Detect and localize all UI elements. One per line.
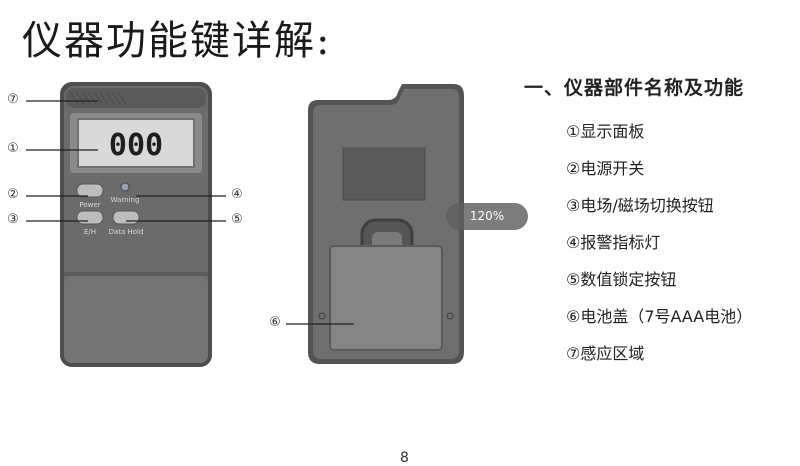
list-item: ③电场/磁场切换按钮	[566, 196, 714, 215]
sensor-grille	[69, 91, 127, 105]
callout-2: ②	[7, 187, 19, 202]
battery-cover[interactable]	[329, 245, 443, 351]
list-item: ⑦感应区域	[566, 344, 645, 363]
callout-6: ⑥	[269, 315, 281, 330]
callout-3: ③	[7, 212, 19, 227]
eh-label: E/H	[84, 228, 96, 236]
callout-7: ⑦	[7, 92, 19, 107]
page-number: 8	[400, 450, 409, 466]
callout-5: ⑤	[231, 212, 243, 227]
list-item: ①显示面板	[566, 122, 645, 141]
data-hold-label: Data Hold	[109, 228, 144, 236]
front-device: 000 Power Warning E/H Data Hold	[60, 82, 212, 367]
list-item: ⑥电池盖（7号AAA电池）	[566, 307, 753, 326]
parts-list: ①显示面板 ②电源开关 ③电场/磁场切换按钮 ④报警指标灯 ⑤数值锁定按钮 ⑥电…	[566, 118, 752, 377]
power-label: Power	[79, 201, 100, 209]
warning-label: Warning	[111, 196, 140, 204]
eh-button[interactable]	[76, 210, 104, 225]
page-title: 仪器功能键详解:	[22, 18, 332, 64]
callout-lines	[26, 100, 354, 325]
list-item: ②电源开关	[566, 159, 645, 178]
callout-4: ④	[231, 187, 243, 202]
callout-1: ①	[7, 141, 19, 156]
warning-led	[120, 182, 130, 192]
section-title: 一、仪器部件名称及功能	[524, 77, 745, 99]
back-device	[308, 84, 464, 364]
data-hold-button[interactable]	[112, 210, 140, 225]
power-button[interactable]	[76, 183, 104, 198]
lcd-reading: 000	[109, 128, 163, 163]
lcd-display	[77, 118, 195, 168]
zoom-level-badge: 120%	[446, 203, 528, 230]
list-item: ⑤数值锁定按钮	[566, 270, 677, 289]
list-item: ④报警指标灯	[566, 233, 661, 252]
